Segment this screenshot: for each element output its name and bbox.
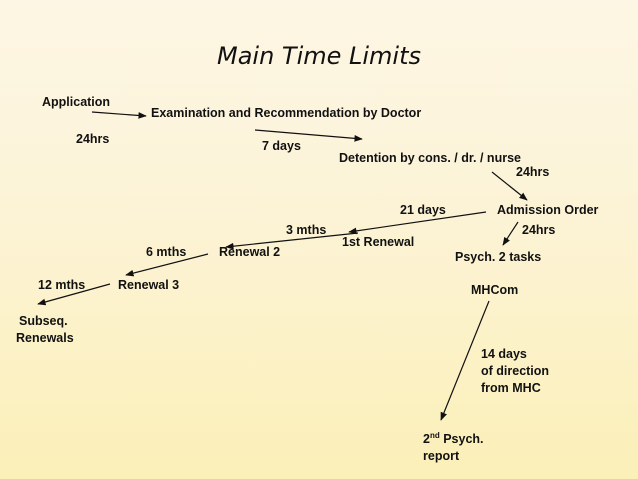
arrow-renewal-2-to-renewal-3 [125,253,209,277]
second-psych-word: Psych. [439,432,484,446]
node-renewal-2: Renewal 2 [219,245,281,259]
duration-3mths: 3 mths [286,223,327,237]
duration-14days-line2: of direction [481,364,550,378]
arrow-application-to-examination [91,111,147,119]
duration-6mths: 6 mths [146,245,187,259]
node-renewal-3: Renewal 3 [118,278,180,292]
duration-12mths: 12 mths [38,278,86,292]
second-psych-suffix: nd [429,430,440,440]
second-psych-ordinal: 2 [423,432,430,446]
duration-24hrs-detention: 24hrs [516,165,550,179]
node-detention: Detention by cons. / dr. / nurse [339,151,521,165]
node-examination: Examination and Recommendation by Doctor [151,106,422,120]
arrow-mhcom-to-second-psych [440,300,490,421]
node-subsequent-line1: Subseq. [19,314,68,328]
arrow-detention-to-admission [491,171,528,201]
node-psych-tasks: Psych. 2 tasks [455,250,542,264]
duration-14days-line3: from MHC [481,381,541,395]
duration-7days: 7 days [262,139,301,153]
node-admission-order: Admission Order [497,203,599,217]
arrow-examination-to-detention [254,129,363,142]
node-application: Application [42,95,111,109]
duration-24hrs-application: 24hrs [76,132,110,146]
duration-21days: 21 days [400,203,446,217]
node-second-psych-line2: report [423,449,460,463]
node-mhcom: MHCom [471,283,519,297]
slide-title: Main Time Limits [216,42,422,70]
node-second-psych-line1: 2nd Psych. [423,431,484,447]
arrow-first-renewal-to-renewal-2 [225,232,359,250]
arrow-admission-to-first-renewal [348,211,487,235]
arrow-renewal-3-to-subsequent [37,283,111,306]
node-subsequent-line2: Renewals [16,331,74,345]
node-first-renewal: 1st Renewal [342,235,415,249]
duration-14days-line1: 14 days [481,347,527,361]
arrow-admission-to-psych-tasks [502,221,519,246]
duration-24hrs-admission: 24hrs [522,223,556,237]
